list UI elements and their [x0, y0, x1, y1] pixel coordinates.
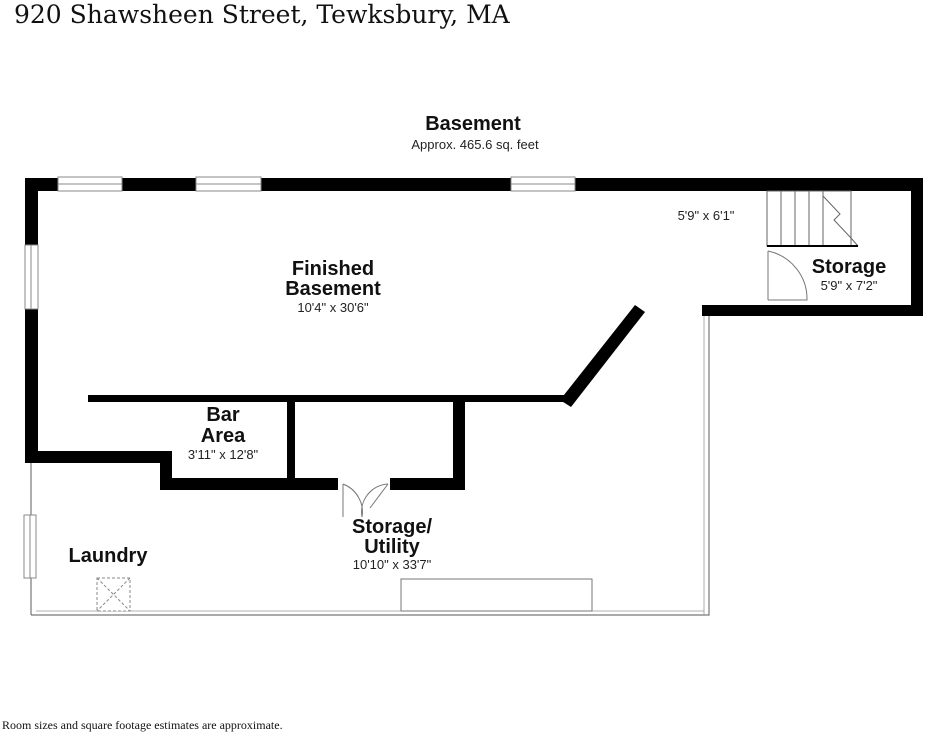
floor-name: Basement	[425, 113, 521, 135]
stairs-dims: 5'9" x 6'1"	[678, 208, 735, 223]
property-address: 920 Shawsheen Street, Tewksbury, MA	[14, 0, 510, 29]
wall-left	[25, 178, 38, 463]
staircase	[766, 190, 859, 247]
outline-wall-bottom	[31, 308, 710, 616]
laundry-appliance	[96, 577, 131, 612]
wall-utility-bottom-right	[390, 478, 465, 490]
room-bar-dims: 3'11" x 12'8"	[188, 447, 259, 462]
room-storage-dims: 5'9" x 7'2"	[821, 278, 878, 293]
utility-counter	[400, 578, 593, 612]
room-finished-name-2: Basement	[285, 278, 381, 300]
room-bar-name-1: Bar	[206, 404, 240, 426]
room-finished-name-1: Finished	[292, 258, 374, 280]
wall-top	[25, 178, 923, 191]
door-utility-right	[369, 483, 389, 509]
wall-left-bottom	[25, 451, 172, 463]
room-utility-name-2: Utility	[364, 536, 420, 558]
doors	[342, 250, 808, 518]
wall-right	[911, 178, 923, 316]
wall-inner-long	[88, 395, 566, 402]
room-storage-name: Storage	[812, 256, 886, 278]
room-utility-name-1: Storage/	[352, 516, 432, 538]
room-laundry-name: Laundry	[69, 545, 149, 567]
room-finished-dims: 10'4" x 30'6"	[297, 300, 369, 315]
floor-area: Approx. 465.6 sq. feet	[411, 137, 539, 152]
room-utility-dims: 10'10" x 33'7"	[353, 557, 432, 572]
wall-bar-divider	[287, 400, 295, 478]
room-bar-name-2: Area	[201, 425, 246, 447]
windows	[23, 176, 576, 579]
door-storage-swing	[767, 250, 808, 301]
wall-diagonal	[560, 305, 645, 407]
wall-utility-right	[453, 400, 465, 490]
wall-bar-bottom	[160, 478, 338, 490]
disclaimer-note: Room sizes and square footage estimates …	[2, 718, 283, 732]
wall-storage-bottom	[702, 305, 923, 316]
walls	[25, 178, 923, 490]
